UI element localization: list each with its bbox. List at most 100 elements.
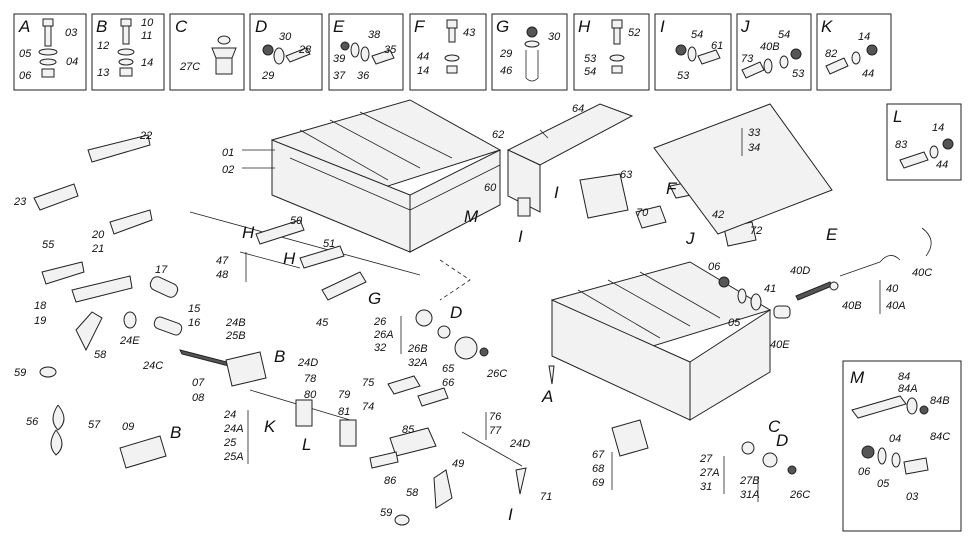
cover-33 [653,103,833,235]
callout-24e: 24E [119,335,140,347]
legend-box-g: G 30 29 46 [491,13,568,91]
label-m-8: 03 [906,491,919,503]
rod-40-bend [879,255,901,263]
label-e-2: 39 [333,53,345,65]
label-i-3: 53 [677,70,690,82]
callout-62: 62 [492,129,504,141]
callout-24d2: 24D [509,438,530,450]
callout-66: 66 [442,377,455,389]
label-g-2: 29 [499,48,512,60]
callout-24b: 24B [225,317,246,329]
nut [790,48,802,60]
washer [350,42,360,58]
nut [942,138,954,150]
legend-key-b: B [96,17,107,36]
callout-i2: I [518,227,523,246]
legend-box-d: D 30 28 29 [249,13,323,91]
label-c-1: 27C [179,61,200,73]
callout-m1: M [464,207,479,226]
clip-26c [787,465,797,475]
label-d-2: 28 [298,44,312,56]
legend-key-a: A [18,17,30,36]
legend-box-j: J 54 40B 73 53 [736,13,812,91]
callout-21: 21 [91,243,104,255]
fitting [919,405,929,415]
callout-32a: 32A [408,357,428,369]
label-k-1: 14 [858,31,870,43]
washer [929,145,939,159]
callout-31: 31 [700,481,712,493]
callout-20: 20 [91,229,105,241]
callout-26a: 26A [373,329,394,341]
legend-box-f: F 43 44 14 [409,13,487,91]
part-59b [394,514,410,526]
callout-09: 09 [122,421,134,433]
nut [675,44,687,56]
part-20 [109,209,153,235]
legend-key-i: I [660,17,665,36]
callout-g: G [368,289,381,308]
callout-81: 81 [338,406,350,418]
bracket-79 [339,419,357,447]
spring-40d [795,281,833,301]
washer [273,47,285,65]
spring-57 [50,429,63,456]
part-45 [321,271,367,301]
bracket-78 [295,399,313,427]
leader-dash [439,259,471,301]
cover-64 [506,103,634,166]
part-24e [123,311,137,329]
callout-45: 45 [316,317,329,329]
bolt-head [42,18,54,27]
leader-lines [239,128,881,502]
fitting-thread [215,57,233,75]
callout-42: 42 [712,209,724,221]
bolt-shank [613,27,621,45]
label-g-1: 30 [548,31,561,43]
callout-27b: 27B [739,475,760,487]
callout-77: 77 [489,425,502,437]
callout-16: 16 [188,317,201,329]
nut [340,41,350,51]
legend-box-i: I 54 61 53 [654,13,732,91]
legend-box-m: M 84 84A 84B 84C 06 05 04 03 [842,360,962,532]
part-51 [299,245,345,269]
callout-60: 60 [484,182,497,194]
label-j-1: 54 [778,29,790,41]
callout-b1: B [274,347,285,366]
legend-key-e: E [333,17,345,36]
u-bolt [525,50,539,82]
callout-56: 56 [26,416,39,428]
callout-25b: 25B [225,330,246,342]
legend-box-a: A 03 05 04 06 [13,13,87,91]
callout-c: C [768,417,781,436]
bolt-head [120,18,132,27]
legend-box-h: H 52 53 54 [573,13,650,91]
callout-40c: 40C [912,267,932,279]
callout-02: 02 [222,164,234,176]
label-m-2: 84A [898,383,918,395]
callout-h1: H [242,223,255,242]
callout-79: 79 [338,389,350,401]
bearing-26b [437,325,451,339]
washer [360,46,370,62]
hopper-dividers [299,111,453,181]
label-e-4: 36 [357,70,370,82]
callout-34: 34 [748,142,760,154]
right-hopper-assembly [548,227,932,475]
pivot-arm [851,395,907,419]
callout-55: 55 [42,239,55,251]
callout-l: L [302,435,311,454]
washer [444,54,460,62]
part-71 [515,467,527,495]
callout-40: 40 [886,283,899,295]
part-22 [87,134,151,163]
callout-78: 78 [304,373,317,385]
bolt [371,49,395,65]
legend-box-k: K 14 82 44 [816,13,892,91]
callout-76: 76 [489,411,502,423]
callout-32: 32 [374,342,386,354]
washer [763,58,773,74]
bolt-shank [448,27,456,43]
